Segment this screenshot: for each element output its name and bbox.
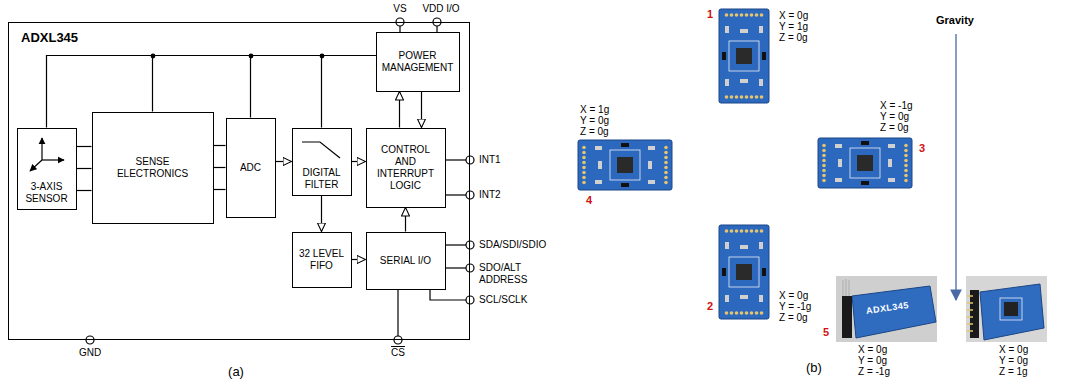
data-arrow (352, 161, 366, 162)
board-photo (578, 140, 672, 190)
axis-reading: Z = 0g (880, 122, 909, 133)
pin-circles (86, 18, 474, 344)
figure-caption: (b) (806, 360, 822, 376)
interface-block: SERIAL I/O (366, 232, 446, 290)
pin-name: VS (393, 3, 406, 15)
data-arrow (321, 196, 322, 232)
axis-reading: Z = -1g (858, 366, 890, 377)
axis-z (41, 138, 42, 160)
board-side-view (852, 286, 936, 338)
function-block: ADC (226, 118, 276, 218)
orientation-number: 5 (823, 326, 829, 339)
axis-reading: Y = -1g (779, 301, 811, 312)
signal-line (214, 145, 226, 146)
memory-block: 32 LEVEL FIFO (292, 232, 352, 288)
data-arrow (399, 92, 400, 128)
block-label: 3-AXIS SENSOR (22, 181, 72, 205)
axis-reading: Y = 0g (858, 355, 887, 366)
block-label: POWER MANAGEMENT (381, 50, 455, 74)
chip-outline: ADXL345 3-AXIS SENSOR SENSE ELECTRONICS ADC… (8, 22, 470, 340)
sensor-chip (1004, 302, 1018, 316)
block-label: SENSE ELECTRONICS (113, 156, 193, 180)
axis-reading: Z = 0g (779, 312, 808, 323)
axis-reading: Y = 0g (999, 355, 1028, 366)
header-pins (967, 296, 973, 331)
axis-reading: X = 1g (580, 104, 609, 115)
pin-name: INT1 (479, 154, 501, 166)
orientation-number: 4 (586, 194, 592, 207)
filter-block: DIGITAL FILTER (292, 128, 352, 196)
signal-line (214, 189, 226, 190)
pin-name: SDA/SDI/SDIO (479, 239, 546, 251)
board-photo (818, 138, 912, 188)
axis-icon (30, 138, 64, 171)
signal-line (322, 56, 376, 128)
header-pins (843, 279, 849, 296)
axis-reading: X = 0g (779, 290, 808, 301)
signal-line (153, 56, 376, 112)
figure-caption: (a) (228, 364, 244, 380)
signal-line (47, 56, 376, 128)
data-arrow (405, 208, 406, 232)
lowpass-symbol (302, 142, 340, 158)
silk-outline (1000, 298, 1022, 320)
pin-header (842, 296, 852, 338)
board-top-view (980, 284, 1044, 340)
block-label: 32 LEVEL FIFO (297, 248, 347, 272)
photo-background (836, 276, 937, 342)
signal-line (77, 146, 92, 147)
data-arrow (276, 161, 292, 162)
gravity-label: Gravity (936, 14, 974, 27)
function-block: SENSE ELECTRONICS (92, 112, 214, 224)
signal-line (214, 167, 226, 168)
sensor-block: 3-AXIS SENSOR (17, 128, 77, 210)
pin-name: CS (391, 347, 405, 359)
chip-name: ADXL345 (21, 30, 78, 45)
pin-name: SDO/ALT ADDRESS (479, 262, 537, 286)
axis-reading: Z = 0g (779, 32, 808, 43)
orientation-number: 3 (919, 142, 925, 155)
photo-background (966, 276, 1047, 342)
signal-line (251, 56, 376, 118)
block-label: CONTROL AND INTERRUPT LOGIC (375, 144, 437, 192)
axis-y (30, 160, 42, 171)
pin-name: GND (79, 347, 101, 359)
axis-reading: X = 0g (999, 344, 1028, 355)
axis-reading: X = 0g (858, 344, 887, 355)
axis-x (42, 159, 64, 160)
board-marking: ADXL345 (865, 300, 909, 317)
board-photo (719, 9, 769, 103)
axis-reading: Y = 0g (880, 111, 909, 122)
board-photo (719, 225, 769, 319)
pin-name: VDD I/O (422, 3, 459, 15)
block-label: SERIAL I/O (380, 255, 431, 267)
pin-name: SCL/SCLK (479, 294, 527, 306)
orientation-number: 2 (707, 300, 713, 313)
axis-reading: Y = 1g (779, 21, 808, 32)
axis-reading: Z = 1g (999, 366, 1028, 377)
function-block: POWER MANAGEMENT (376, 32, 460, 92)
data-arrow (421, 92, 422, 128)
signal-line (77, 190, 92, 191)
signal-line (77, 168, 92, 169)
axis-reading: X = 0g (779, 10, 808, 21)
axis-reading: Z = 0g (580, 126, 609, 137)
axis-reading: X = -1g (880, 100, 913, 111)
block-label: ADC (240, 162, 261, 174)
data-arrow (352, 259, 366, 260)
orientation-number: 1 (707, 8, 713, 21)
function-block: CONTROL AND INTERRUPT LOGIC (366, 128, 446, 208)
axis-reading: Y = 0g (580, 115, 609, 126)
block-label: DIGITAL FILTER (297, 167, 347, 191)
gravity-arrow (955, 34, 956, 300)
pin-name: INT2 (479, 189, 501, 201)
